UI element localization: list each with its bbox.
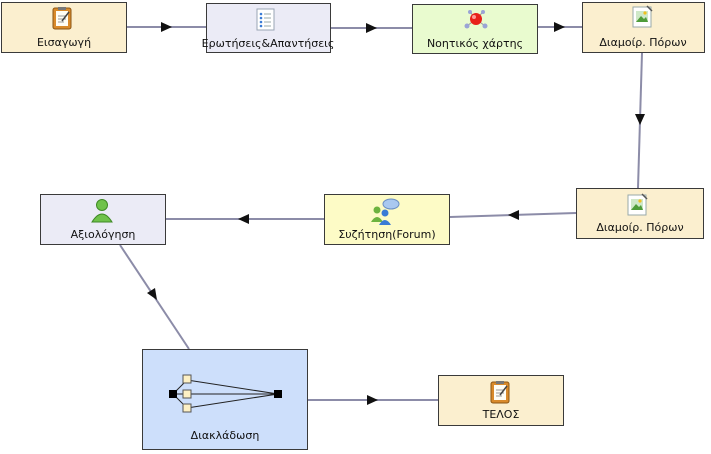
user-icon [91,199,113,223]
node-label-eval: Αξιολόγηση [71,228,136,241]
edge-branch-end [308,395,439,405]
edge-intro-qa [127,22,206,32]
node-label-share2: Διαμοίρ. Πόρων [596,221,683,234]
node-label-branch: Διακλάδωση [191,429,260,442]
notepad-icon [52,7,72,30]
notepad-icon [490,381,510,404]
checklist-icon [256,8,275,31]
edges [119,22,645,405]
chat-users-icon [371,198,400,225]
image-document-icon [627,193,648,216]
node-branch[interactable] [142,349,308,450]
node-label-share1: Διαμοίρ. Πόρων [599,36,686,49]
node-label-qa: Ερωτήσεις&Απαντήσεις [202,37,335,50]
node-label-end: ΤΕΛΟΣ [482,408,520,421]
edge-forum-eval [166,214,324,224]
node-label-intro: Εισαγωγή [37,36,91,49]
node-mindmap[interactable] [412,4,538,54]
edge-mindmap-share1 [538,22,582,32]
image-document-icon [632,5,653,28]
edge-eval-branch [119,244,190,350]
edge-share2-forum [449,210,577,220]
branch-icon [169,374,282,413]
node-label-mindmap: Νοητικός χάρτης [427,37,523,50]
node-label-forum: Συζήτηση(Forum) [338,228,435,241]
molecule-icon [464,10,488,29]
edge-share1-share2 [635,52,645,189]
edge-qa-mindmap [331,23,412,33]
